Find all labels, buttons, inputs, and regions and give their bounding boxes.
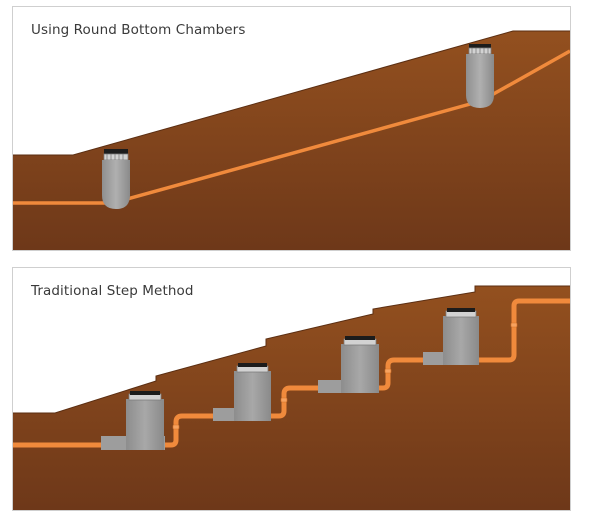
ground-line [13,285,570,414]
round-bottom-chamber-upper [466,44,494,108]
pipe-segment-2 [162,413,216,448]
pipe-segment-4 [376,357,426,391]
soil-stepped-slope [13,286,570,510]
panel-traditional-step-method: Traditional Step Method [12,267,571,511]
panel-title-step-method: Traditional Step Method [31,283,194,299]
soil-slope [13,31,570,250]
round-bottom-chamber-lower [102,149,130,209]
step-method-diagram [13,285,570,510]
step-chamber-2 [213,363,271,421]
step-chamber-4 [423,308,479,365]
round-bottom-diagram [13,30,570,250]
pipe-segment-5 [476,298,570,363]
step-chamber-3 [318,336,379,393]
panel-round-bottom-chambers: Using Round Bottom Chambers [12,6,571,251]
pipe-segment-3 [268,385,321,419]
step-chamber-1 [101,391,165,450]
ground-line [13,30,570,156]
panel-title-round-bottom: Using Round Bottom Chambers [31,22,246,38]
pipe [13,49,570,205]
